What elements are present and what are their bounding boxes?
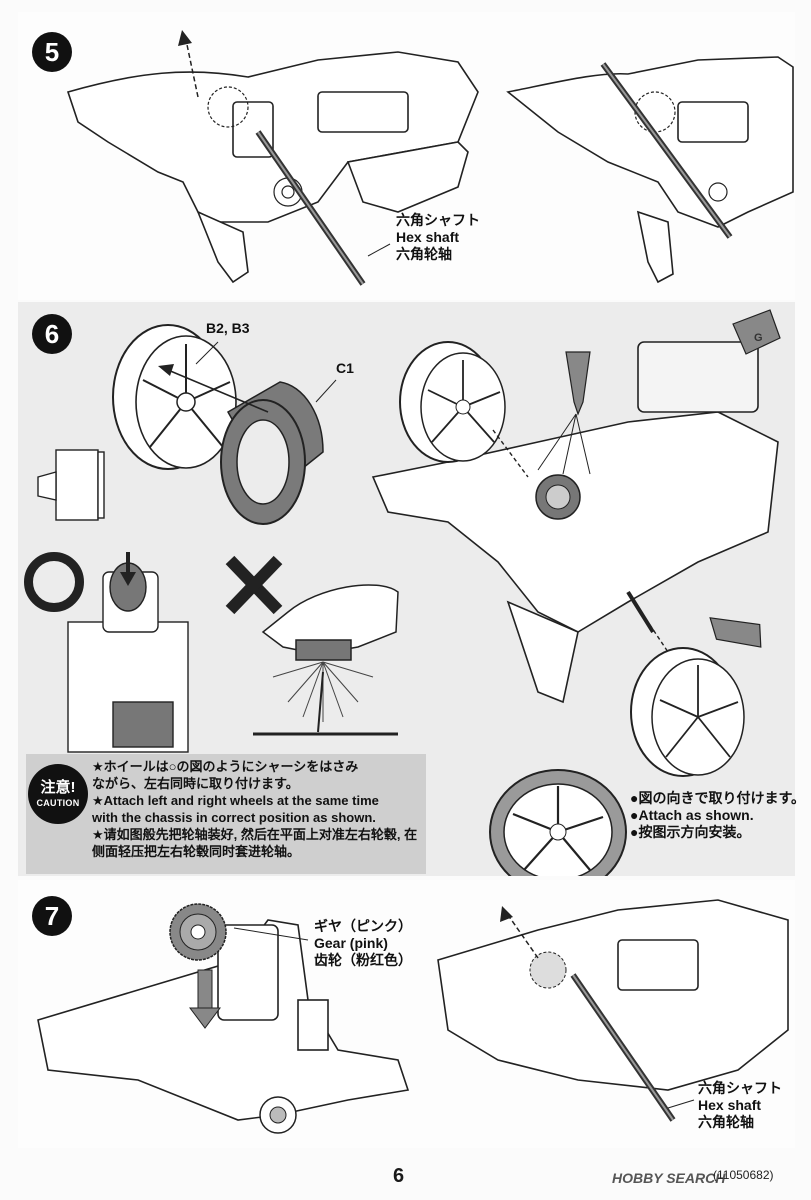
- reference-wheel-icon: [489, 769, 627, 876]
- step-7-panel: 7 ギヤ（ピンク） Gear (pink): [18, 880, 795, 1148]
- glue-tube-icon: [565, 309, 781, 648]
- watermark: HOBBY SEARCH: [612, 1170, 726, 1186]
- step-7-badge: 7: [32, 896, 72, 936]
- gear-pink-callout: ギヤ（ピンク） Gear (pink) 齿轮（粉红色）: [314, 918, 412, 968]
- attach-as-shown-note: ●図の向きで取り付けます。 ●Attach as shown. ●按图示方向安装…: [630, 790, 806, 840]
- step-6-badge: 6: [32, 314, 72, 354]
- step-5-badge: 5: [32, 32, 72, 72]
- pink-gear-icon: [169, 903, 227, 961]
- step-7-illustration: [37, 899, 789, 1134]
- caution-badge: 注意! CAUTION: [28, 764, 88, 824]
- step-6-illustration: [37, 309, 781, 876]
- ng-cross-icon: [225, 555, 283, 615]
- tire-icon: [220, 381, 324, 525]
- hex-shaft-callout: 六角シャフト Hex shaft 六角轮轴: [396, 212, 480, 262]
- tool-glyph: G: [754, 332, 763, 344]
- ok-circle-icon: [24, 552, 84, 612]
- step-6-panel: 6: [18, 302, 805, 876]
- page-number: 6: [393, 1165, 405, 1187]
- part-label-b2-b3: B2, B3: [206, 320, 250, 336]
- wheel-rim-icon: [112, 324, 237, 470]
- caution-text: ★ホイールは○の図のようにシャーシをはさみ ながら、左右同時に取り付けます。 ★…: [92, 759, 418, 859]
- part-label-c1: C1: [336, 360, 354, 376]
- part-code: (11050682): [713, 1168, 774, 1182]
- step-5-panel: 5: [18, 12, 795, 300]
- caution-box: [26, 754, 426, 874]
- wheel-profile-icon: [37, 449, 105, 521]
- step-5-illustration: [66, 30, 794, 286]
- hex-shaft-callout-7: 六角シャフト Hex shaft 六角轮轴: [698, 1080, 782, 1130]
